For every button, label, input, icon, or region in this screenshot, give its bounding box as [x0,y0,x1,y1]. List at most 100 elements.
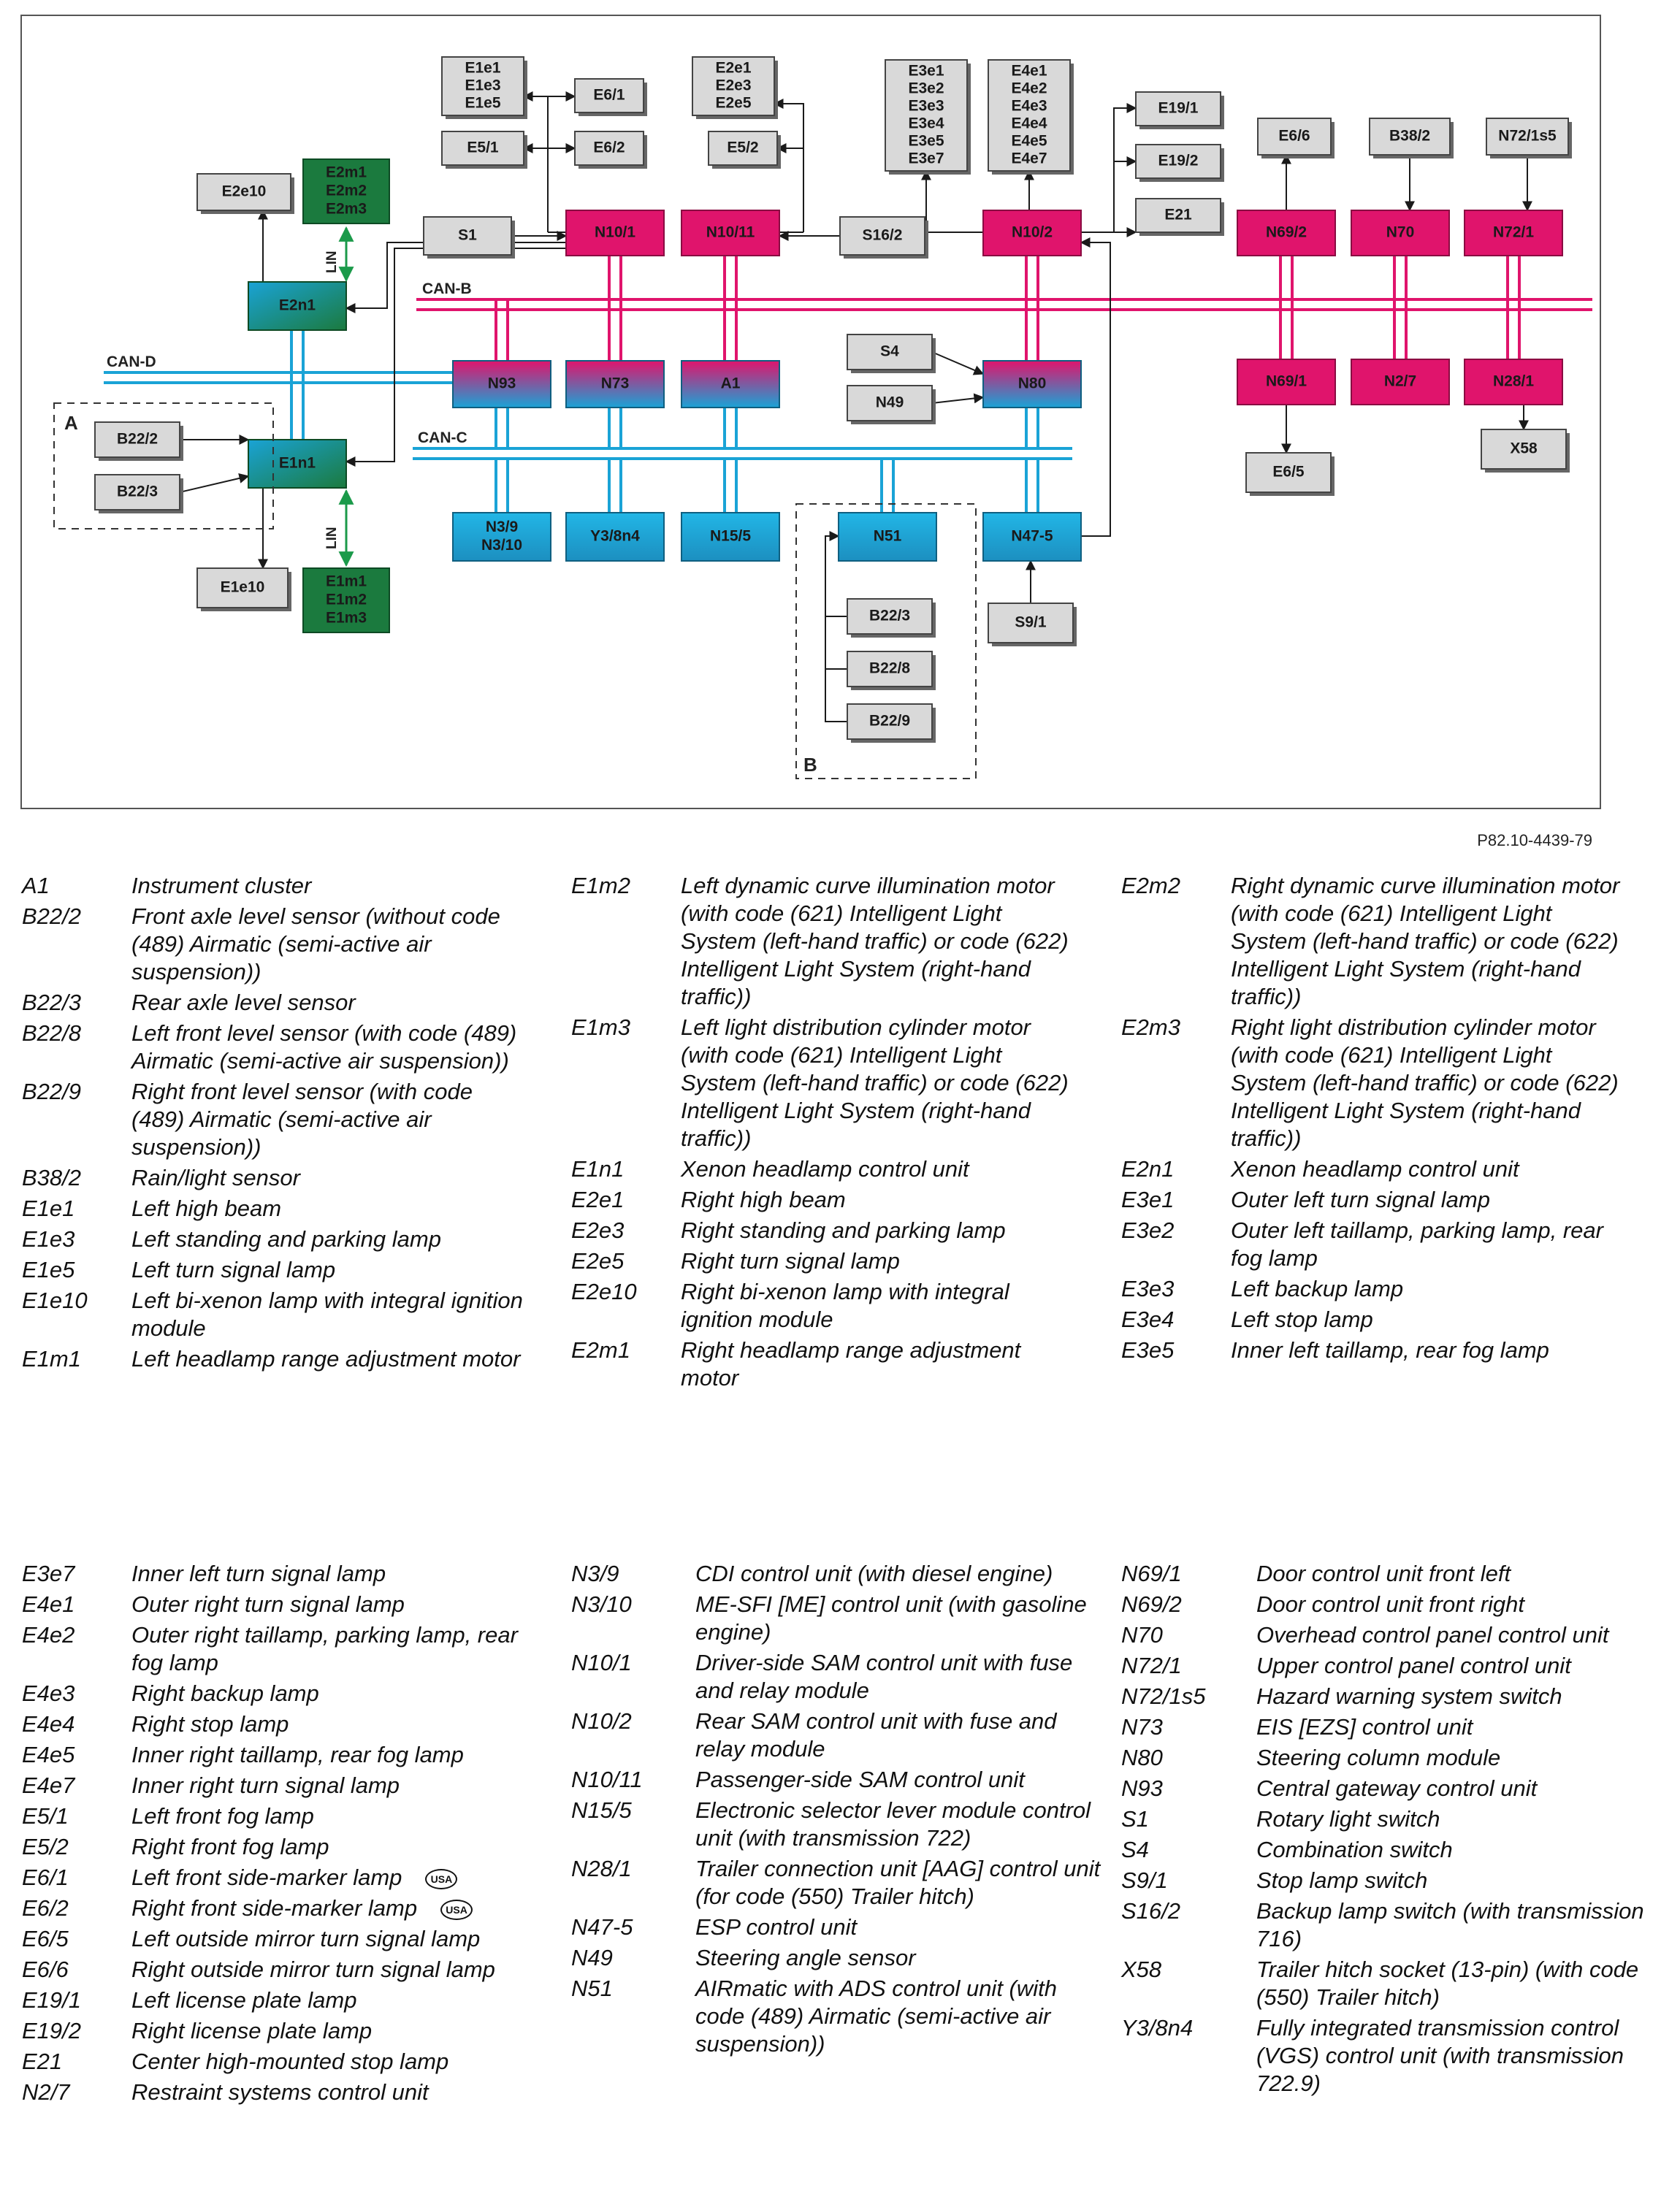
legend-code: E3e1 [1121,1187,1175,1212]
legend-description: ME-SFI [ME] control unit (with gasoline … [695,1591,1104,1646]
legend-code: E21 [22,2049,63,2074]
legend-description-text: Door control unit front left [1256,1561,1511,1586]
node-e6-6-label: E6/6 [1278,128,1310,145]
legend-code: S9/1 [1121,1867,1168,1893]
node-b22-2-box [94,421,180,458]
node-n2-7-label: N2/7 [1384,373,1416,390]
legend-code: N72/1s5 [1121,1683,1206,1709]
node-e3e-group-label: E3e2 [908,80,944,97]
legend-description: Left stop lamp [1231,1306,1625,1334]
node-e2n1-box [248,281,347,331]
legend-description: Outer left turn signal lamp [1231,1186,1625,1214]
node-b22-3b: B22/3 [847,598,936,638]
node-n47-5-box [982,512,1082,562]
node-n3-group-box [452,512,551,562]
legend-description: ESP control unit [695,1913,1104,1941]
legend-description: Steering column module [1256,1744,1680,1772]
node-n10-2: N10/2 [982,210,1082,256]
node-e4e-group-label: E4e4 [1011,115,1047,132]
node-b22-3-box [94,474,180,511]
legend-description-text: Left front level sensor (with code (489)… [131,1020,517,1074]
legend-code: E4e1 [22,1591,75,1617]
node-n93-box [452,360,551,408]
wire-b22-n51 [825,535,847,722]
legend-description: Right front fog lamp [131,1833,541,1861]
node-n3-group: N3/9N3/10 [452,512,551,562]
node-b38-2-label: B38/2 [1389,128,1430,145]
legend-entry: E3e1 Outer left turn signal lamp [1121,1186,1625,1214]
node-n28-1-box [1464,359,1563,405]
legend-code: E3e2 [1121,1217,1175,1243]
node-n15-5-label: N15/5 [710,528,751,545]
legend-code: E1e1 [22,1196,75,1221]
legend-description-text: Outer left taillamp, parking lamp, rear … [1231,1217,1603,1271]
legend-description: Left turn signal lamp [131,1256,526,1284]
legend-description-text: Restraint systems control unit [131,2079,429,2105]
node-n70-label: N70 [1386,224,1415,241]
node-e19-2: E19/2 [1135,144,1224,182]
node-e6-5-box [1245,452,1332,493]
legend-code: E1e5 [22,1257,75,1282]
node-e21-box [1135,198,1221,233]
legend-description-text: Right stop lamp [131,1711,289,1737]
legend-description-text: Left dynamic curve illumination motor (w… [681,873,1069,1009]
node-e4e-group-label: E4e2 [1011,80,1047,97]
node-n28-1: N28/1 [1464,359,1563,405]
node-n47-5: N47-5 [982,512,1082,562]
legend-code: B22/9 [22,1079,82,1104]
legend-description-text: Xenon headlamp control unit [681,1156,969,1182]
legend-description: Trailer hitch socket (13-pin) (with code… [1256,1956,1680,2011]
node-e3e-group-label: E3e5 [908,133,944,150]
legend-code: E19/1 [22,1987,82,2013]
legend-code: E4e2 [22,1622,75,1648]
legend-description: Rear axle level sensor [131,989,526,1017]
legend-code: E1e3 [22,1226,75,1252]
node-s16-2: S16/2 [839,216,928,259]
legend-code: E1e10 [22,1288,88,1313]
node-n10-2-box [982,210,1082,256]
can-d-label: CAN-D [107,353,156,370]
node-b22-2: B22/2 [94,421,183,461]
legend-description-text: Front axle level sensor (without code (4… [131,903,500,984]
legend-description: Steering angle sensor [695,1944,1104,1972]
node-e2n1-label: E2n1 [279,297,316,314]
can-c-label: CAN-C [418,429,467,446]
node-a1: A1 [681,360,780,408]
legend-description: Right turn signal lamp [681,1247,1075,1275]
legend-description-text: Rain/light sensor [131,1165,300,1190]
legend-description-text: AIRmatic with ADS control unit (with cod… [695,1976,1058,2057]
node-e6-5: E6/5 [1245,452,1335,496]
legend-description: Right outside mirror turn signal lamp [131,1956,541,1984]
node-n10-1-box [565,210,665,256]
legend-description-text: Central gateway control unit [1256,1775,1538,1801]
node-s9-1-label: S9/1 [1015,614,1047,631]
legend-code: N10/2 [571,1708,632,1734]
legend-code: E5/1 [22,1803,69,1829]
legend-description-text: Upper control panel control unit [1256,1653,1571,1678]
legend-description: Inner right turn signal lamp [131,1772,541,1800]
legend-description-text: Left bi-xenon lamp with integral ignitio… [131,1288,523,1341]
node-n3-group-label: N3/9 [486,519,518,535]
legend-code: E3e7 [22,1561,75,1586]
figure-reference: P82.10-4439-79 [1477,831,1592,849]
legend-description-text: Driver-side SAM control unit with fuse a… [695,1650,1073,1703]
node-n51-box [838,512,937,562]
legend-description: Left license plate lamp [131,1987,541,2014]
node-e2e10-box [196,173,291,211]
node-n49-box [847,385,933,421]
